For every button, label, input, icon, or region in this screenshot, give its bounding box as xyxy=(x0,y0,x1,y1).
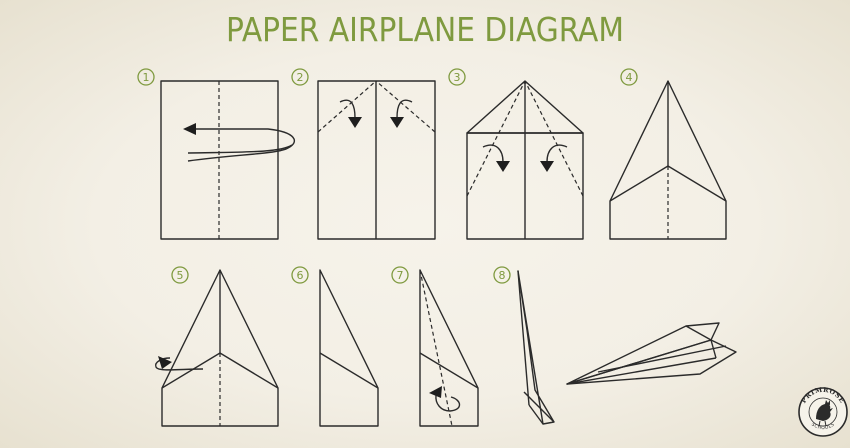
fold-line xyxy=(524,80,584,197)
fold-line xyxy=(317,80,377,133)
step-4: 4 xyxy=(609,68,727,240)
down-arrow-head-icon xyxy=(540,161,554,172)
airplane-crease xyxy=(597,345,727,373)
left-arrow-head-icon xyxy=(183,123,196,135)
airplane-bottom-wing xyxy=(566,339,737,385)
airplane-body xyxy=(566,357,717,385)
folded-paper-outline xyxy=(161,269,279,427)
step-number-circle xyxy=(291,68,309,86)
step-number: 3 xyxy=(454,71,461,84)
down-arrow-head-icon xyxy=(348,117,362,128)
wing-fold-line xyxy=(419,269,453,427)
step-number-circle xyxy=(391,266,409,284)
fold-arrow-path xyxy=(482,144,504,163)
half-folded-paper xyxy=(319,269,379,427)
fold-edge xyxy=(419,352,479,389)
fold-arrow-path xyxy=(187,128,296,162)
fold-line xyxy=(466,80,526,197)
step-1: 1 xyxy=(137,68,296,240)
fold-arrow-path xyxy=(339,99,356,119)
step-number: 5 xyxy=(177,269,184,282)
step-2: 2 xyxy=(291,68,436,240)
logo-subtext: SCHOOLS xyxy=(810,422,836,432)
step-6: 6 xyxy=(291,266,379,427)
fold-arrow-path xyxy=(396,99,413,119)
airplane-fold xyxy=(685,325,712,341)
step-number-circle xyxy=(171,266,189,284)
step-number-circle xyxy=(291,266,309,284)
step-number: 2 xyxy=(297,71,304,84)
primrose-logo: PRIMROSE SCHOOLS xyxy=(798,386,848,437)
folded-paper-outline xyxy=(609,80,727,240)
fold-edge xyxy=(517,270,530,406)
folded-wing-outline xyxy=(517,270,555,425)
step-number-circle xyxy=(137,68,155,86)
down-arrow-head-icon xyxy=(496,161,510,172)
rooster-leg xyxy=(818,420,821,427)
step-number-circle xyxy=(493,266,511,284)
fold-arrow-path xyxy=(546,144,568,163)
down-arrow-head-icon xyxy=(390,117,404,128)
step-5: 5 xyxy=(155,266,279,427)
diagram-title: PAPER AIRPLANE DIAGRAM xyxy=(226,10,624,49)
rooster-comb-icon xyxy=(825,400,830,405)
rooster-icon xyxy=(816,403,833,421)
fold-edge xyxy=(319,352,379,389)
step-number: 6 xyxy=(297,269,304,282)
step-number-circle xyxy=(620,68,638,86)
curved-arrow-head-icon xyxy=(429,386,442,398)
step-7: 7 xyxy=(391,266,479,427)
step-3: 3 xyxy=(448,68,584,240)
step-number: 7 xyxy=(397,269,404,282)
fold-arrow-path xyxy=(187,144,293,154)
fold-line xyxy=(375,80,436,133)
finished-airplane xyxy=(566,322,737,385)
step-number: 4 xyxy=(626,71,633,84)
logo-inner-ring xyxy=(808,397,838,427)
fold-edge xyxy=(523,391,555,423)
step-number-circle xyxy=(448,68,466,86)
step-number: 8 xyxy=(499,269,506,282)
half-folded-paper xyxy=(419,269,479,427)
rooster-leg xyxy=(824,420,827,427)
step-number: 1 xyxy=(143,71,150,84)
fold-arrow-path xyxy=(435,394,461,412)
step-8: 8 xyxy=(493,266,555,425)
curved-arrow-head-icon xyxy=(158,356,172,369)
fold-edge xyxy=(528,404,544,425)
